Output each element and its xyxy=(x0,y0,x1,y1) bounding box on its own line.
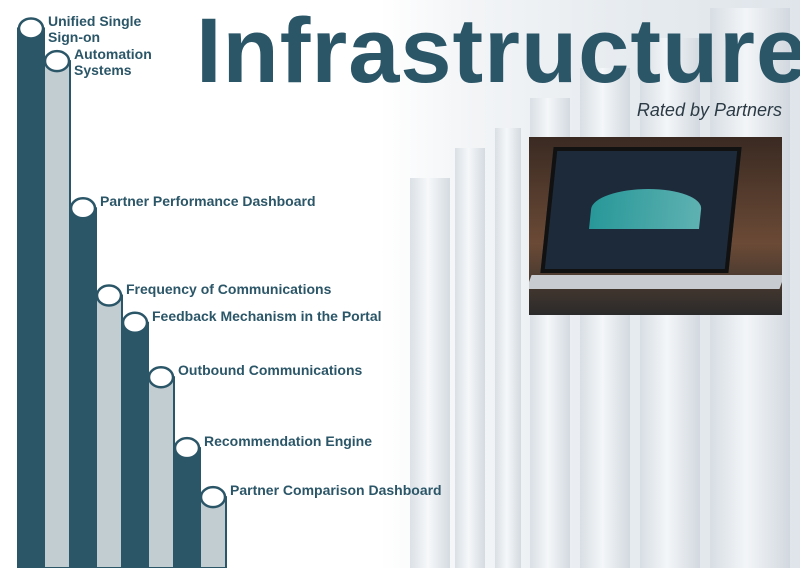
bar-label: Recommendation Engine xyxy=(204,433,372,449)
background-column xyxy=(455,148,485,568)
bar-chart xyxy=(17,17,227,568)
bar-cap xyxy=(17,17,45,40)
bar-label: Partner Performance Dashboard xyxy=(100,193,316,209)
laptop-screen xyxy=(540,147,742,273)
bar-cap xyxy=(69,197,97,220)
bar-label-line: Unified Single xyxy=(48,13,142,30)
bar-cap xyxy=(199,485,227,509)
bar-label-line: Sign-on xyxy=(48,29,101,46)
background-column xyxy=(495,128,521,568)
bar-cap xyxy=(95,284,123,307)
bar-label-line: Feedback Mechanism in the Portal xyxy=(152,307,382,324)
bar-label-line: Partner Comparison Dashboard xyxy=(230,482,442,499)
laptop-dashboard-photo xyxy=(529,137,782,315)
bar xyxy=(173,447,201,568)
bar-label: Feedback Mechanism in the Portal xyxy=(152,308,382,324)
bar-cap xyxy=(173,436,201,460)
bar xyxy=(43,60,71,568)
background-column xyxy=(410,178,450,568)
bar-label-line: Partner Performance Dashboard xyxy=(100,193,316,210)
bar xyxy=(121,321,149,568)
bar-label: Frequency of Communications xyxy=(126,281,331,297)
bar-cap xyxy=(43,49,71,73)
columns-background-photo xyxy=(380,0,800,568)
bar xyxy=(95,294,123,568)
bar-label-line: Frequency of Communications xyxy=(126,280,332,297)
bar xyxy=(17,27,45,568)
bar-cap xyxy=(121,311,149,334)
bar-label-line: Recommendation Engine xyxy=(204,433,373,450)
page-subtitle: Rated by Partners xyxy=(636,100,782,120)
bar xyxy=(69,207,97,568)
bar xyxy=(147,376,175,568)
bar-label: Outbound Communications xyxy=(178,362,362,378)
bar-label: Partner Comparison Dashboard xyxy=(230,482,442,498)
bar xyxy=(199,496,227,568)
bar-label-line: Automation xyxy=(74,46,152,63)
laptop-keyboard xyxy=(529,275,782,289)
bar-label-line: Outbound Communications xyxy=(178,362,363,379)
page-title: Infrastructure xyxy=(196,0,800,102)
dashboard-chart-graphic xyxy=(589,189,704,229)
bar-cap xyxy=(147,366,175,389)
bar-label-line: Systems xyxy=(74,62,132,79)
